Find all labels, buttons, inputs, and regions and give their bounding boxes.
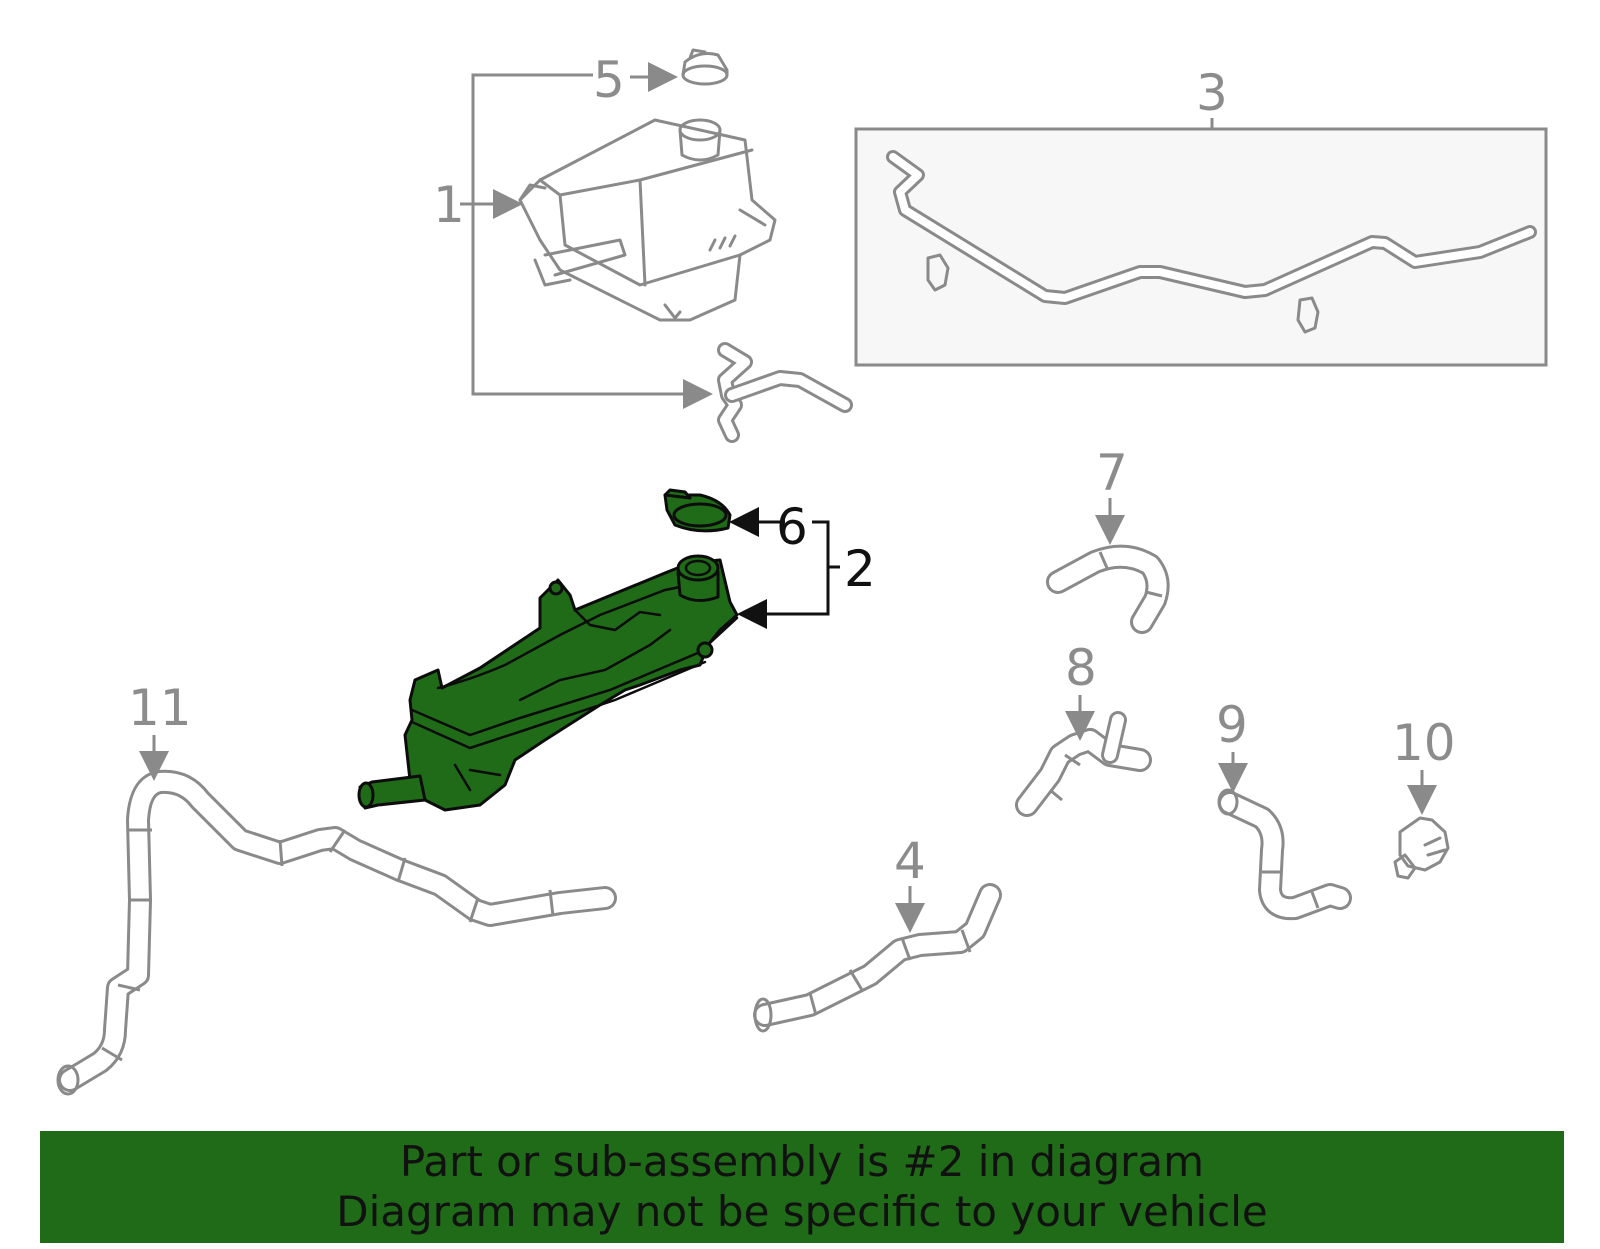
hose-assembly-part-3[interactable] [854,118,1548,367]
reservoir-cap-part-5[interactable] [681,48,729,86]
callout-10: 10 [1392,714,1456,772]
banner-line-2: Diagram may not be specific to your vehi… [336,1187,1268,1236]
leader-part-2 [729,507,840,629]
hose-part-11[interactable] [56,735,617,1096]
callout-2: 2 [844,540,876,598]
callout-5: 5 [593,51,625,109]
reservoir-tank-part-2[interactable] [357,554,739,812]
callout-6: 6 [776,498,808,556]
callout-4: 4 [894,832,926,890]
hose-part-8[interactable] [1015,695,1152,817]
reservoir-tank-part-1[interactable] [518,118,777,322]
callout-3: 3 [1196,64,1228,122]
callout-9: 9 [1216,696,1248,754]
hose-part-7[interactable] [1046,498,1170,634]
leader-part-1 [460,62,713,409]
hose-part-9[interactable] [1217,752,1352,921]
banner-line-1: Part or sub-assembly is #2 in diagram [399,1137,1205,1186]
connector-part-10[interactable] [1393,770,1450,880]
tank-hose-part-1[interactable] [717,342,853,443]
callout-8: 8 [1065,639,1097,697]
notice-banner: Part or sub-assembly is #2 in diagram Di… [40,1131,1564,1243]
callout-1: 1 [433,176,465,234]
hose-part-4[interactable] [753,883,1002,1033]
callout-11: 11 [128,679,192,737]
callout-7: 7 [1096,444,1128,502]
reservoir-cap-part-6[interactable] [663,488,732,533]
